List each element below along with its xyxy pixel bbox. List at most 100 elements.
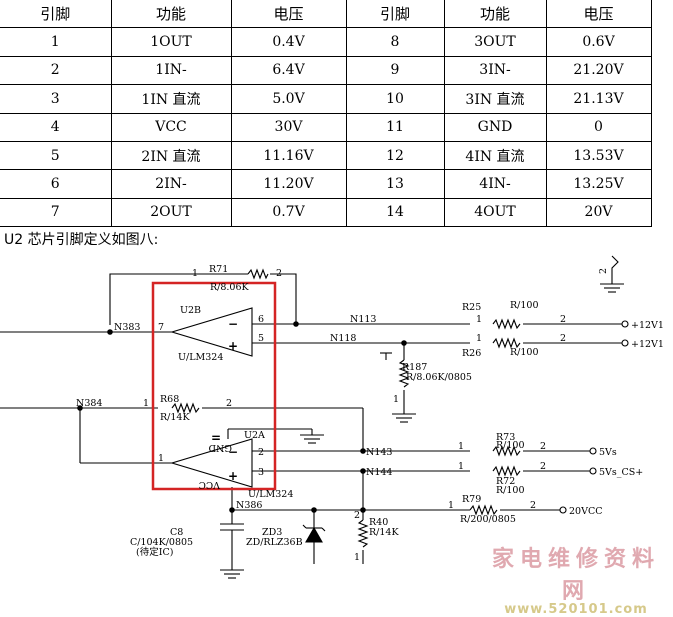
pin-num: 1 (393, 394, 399, 405)
r26-value: R/100 (510, 347, 539, 358)
c8-note: (待定IC) (136, 546, 173, 558)
net-n384: N384 (76, 398, 102, 409)
table-cell: 5.0V (230, 84, 347, 114)
table-cell: 21.20V (545, 55, 652, 86)
table-row: 3 1IN 直流 5.0V 10 3IN 直流 21.13V (0, 84, 652, 114)
table-cell: 11 (345, 112, 445, 142)
pin-num: 5 (258, 333, 264, 344)
table-cell: 6 (0, 169, 112, 199)
table-cell: 4OUT (443, 197, 547, 228)
pin-num: 2 (560, 333, 566, 344)
header-function: 功能 (110, 0, 232, 29)
minus-mark: − (228, 445, 238, 459)
watermark: 家电维修资料网 www.520101.com (486, 541, 666, 617)
pin-num: 2 (540, 461, 546, 472)
table-cell: 5 (0, 140, 112, 171)
watermark-url: www.520101.com (504, 602, 648, 617)
circuit-schematic: − + − + = R71 R/8.06K 1 2 U2B U/LM324 7 … (0, 255, 664, 579)
table-cell: 1OUT (110, 27, 232, 57)
table-cell: 11.16V (230, 140, 347, 171)
out-5vs: 5Vs (599, 447, 617, 458)
pin-num: 1 (143, 398, 149, 409)
pin-num: 2 (530, 500, 536, 511)
highlight-box (151, 281, 277, 491)
table-cell: 10 (345, 84, 445, 114)
r187-label: R187 (402, 362, 427, 373)
table-row: 7 2OUT 0.7V 14 4OUT 20V (0, 197, 652, 228)
pin-num: 2 (354, 510, 360, 521)
pin-num: 1 (158, 453, 164, 464)
watermark-title: 家电维修资料网 (491, 546, 660, 604)
pin-num: 6 (258, 314, 264, 325)
r73-label: R73 (496, 432, 515, 443)
pin-voltage-table: 引脚 功能 电压 引脚 功能 电压 1 1OUT 0.4V 8 3OUT 0.6… (0, 0, 652, 228)
u2a-label: U2A (244, 430, 265, 441)
r79-label: R79 (462, 494, 481, 505)
table-cell: 3 (0, 84, 112, 114)
r40-value: R/14K (369, 527, 399, 538)
table-cell: 0.7V (230, 197, 347, 228)
table-cell: 1 (0, 27, 112, 57)
table-cell: 2OUT (110, 197, 232, 228)
table-cell: VCC (110, 112, 232, 142)
u2b-part: U/LM324 (178, 352, 223, 363)
table-cell: 11.20V (230, 169, 347, 199)
net-n143: N143 (366, 447, 392, 458)
header-pin: 引脚 (345, 0, 445, 29)
table-row: 4 VCC 30V 11 GND 0 (0, 112, 652, 142)
u2a-gnd: GND (208, 442, 232, 453)
r72-value: R/100 (496, 485, 525, 496)
pin-num: 2 (540, 441, 546, 452)
out-20vcc: 20VCC (569, 506, 603, 517)
r71-label: R71 (209, 264, 228, 275)
table-cell: 13.53V (545, 140, 652, 171)
table-row: 6 2IN- 11.20V 13 4IN- 13.25V (0, 169, 652, 199)
minus-mark: − (228, 317, 238, 331)
plus-mark: + (228, 469, 238, 483)
out-12v1: +12V1 (631, 320, 664, 331)
c8-value: C/104K/0805 (130, 537, 193, 548)
out-12v1: +12V1 (631, 339, 664, 350)
pin-num: 1 (458, 461, 464, 472)
table-cell: 3OUT (443, 27, 547, 57)
table-cell: 9 (345, 55, 445, 86)
c8-label: C8 (170, 527, 183, 538)
pin-num: 2 (258, 447, 264, 458)
table-cell: 30V (230, 112, 347, 142)
table-cell: 2IN 直流 (110, 140, 232, 171)
table-cell: 0.4V (230, 27, 347, 57)
table-row: 2 1IN- 6.4V 9 3IN- 21.20V (0, 55, 652, 86)
plus-mark: + (228, 339, 238, 353)
table-cell: 4IN- (443, 169, 547, 199)
r68-label: R68 (160, 394, 179, 405)
table-cell: 2 (0, 55, 112, 86)
net-n144: N144 (366, 467, 392, 478)
table-cell: 0.6V (545, 27, 652, 57)
pin-num: 3 (258, 467, 264, 478)
table-cell: 4 (0, 112, 112, 142)
r68-value: R/14K (160, 412, 190, 423)
table-cell: GND (443, 112, 547, 142)
pin-num: 7 (158, 322, 164, 333)
table-cell: 6.4V (230, 55, 347, 86)
pin-num: 1 (476, 314, 482, 325)
out-5vs-cs: 5Vs_CS+ (599, 467, 643, 478)
table-cell: 13.25V (545, 169, 652, 199)
pin-num: 2 (276, 268, 282, 279)
table-cell: 1IN- (110, 55, 232, 86)
r73-value: R/100 (496, 440, 525, 451)
header-voltage: 电压 (545, 0, 652, 29)
table-cell: 13 (345, 169, 445, 199)
equals-mark: = (211, 431, 221, 445)
r72-label: R72 (496, 476, 515, 487)
r40-label: R40 (369, 517, 388, 528)
u2a-vcc: VCC (199, 479, 221, 490)
table-cell: 1IN 直流 (110, 84, 232, 114)
pin-num: 1 (476, 333, 482, 344)
r25-label: R25 (462, 302, 481, 313)
net-n386: N386 (236, 500, 262, 511)
pin-num: 1 (458, 441, 464, 452)
header-function: 功能 (443, 0, 547, 29)
pin-num: 1 (448, 500, 454, 511)
table-cell: 20V (545, 197, 652, 228)
